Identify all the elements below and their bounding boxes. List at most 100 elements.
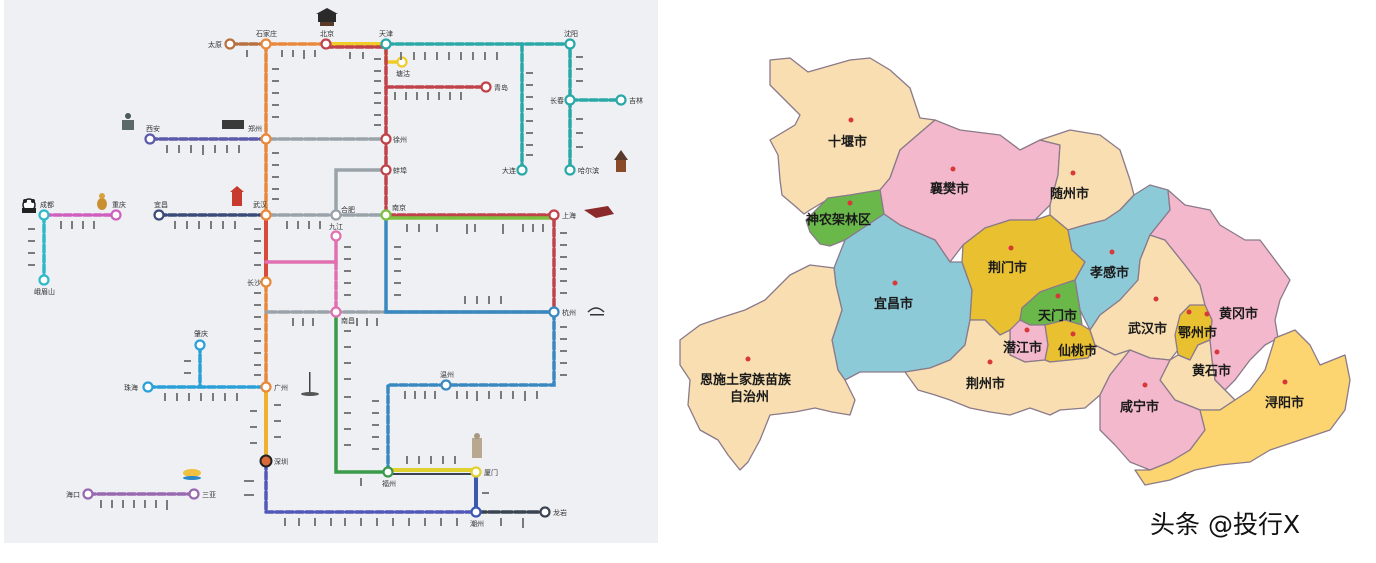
high-speed-rail-map: 太原 石家庄 北京 天津 塘沽 沈阳 青岛 长春 吉林 大连 哈尔滨 西安 郑州… [4,0,658,543]
station-shijiazhuang [260,38,272,50]
label-chaozhou: 潮州 [470,519,484,528]
station-nanchang [330,306,342,318]
label-emeishan: 峨眉山 [34,287,55,296]
station-hefei [330,209,342,221]
label-xiangyang: 襄樊市 [929,181,969,197]
westlake-icon [587,307,605,316]
station-jilin [615,94,627,106]
label-xiantao: 仙桃市 [1058,343,1097,359]
station-wuhan [260,209,272,221]
label-taiyuan: 太原 [208,40,222,49]
label-jilin: 吉林 [629,96,643,105]
label-shenyang: 沈阳 [564,29,578,38]
station-bengbu [380,164,392,176]
station-zhengzhou [260,133,272,145]
station-changchun [564,94,576,106]
label-changchun: 长春 [550,96,564,105]
label-sanya: 三亚 [202,491,216,499]
label-ezhou: 鄂州市 [1178,325,1217,341]
station-nanjing [380,209,392,221]
label-xunyang: 浔阳市 [1265,395,1304,411]
label-changsha: 长沙 [247,278,261,287]
region-jingzhou [904,319,1131,416]
label-dalian: 大连 [502,166,516,175]
station-shenyang [564,38,576,50]
station-chongqing [110,209,122,221]
station-longyan [539,506,551,518]
watermark-text: 头条 @投行X [1150,510,1301,539]
label-harbin: 哈尔滨 [578,166,599,175]
station-wenzhou [440,379,452,391]
label-tianjin: 天津 [379,30,393,38]
label-chongqing: 重庆 [112,200,126,209]
xiamen-statue-icon [472,433,482,458]
label-fuzhou: 福州 [382,479,396,488]
yellow-crane-tower-icon [230,186,244,206]
station-harbin [564,164,576,176]
label-zhaoqing: 肇庆 [194,329,208,338]
sign-icon [222,120,244,129]
canton-tower-icon [301,372,319,396]
hubei-province-map: 十堰市 襄樊市 随州市 神农架林区 宜昌市 荆门市 孝感市 天门市 潜江市 仙桃… [679,57,1351,486]
station-xiamen [470,466,482,478]
label-shenzhen: 深圳 [274,457,288,466]
panda-icon [22,198,36,213]
label-beijing: 北京 [320,29,334,38]
station-changsha [260,276,272,288]
label-wuhan: 武汉市 [1128,321,1167,337]
station-hangzhou [548,306,560,318]
station-chengdu [38,209,50,221]
station-jiujiang [330,230,342,242]
region-enshi [679,264,856,471]
station-sanya [188,488,200,500]
label-xian: 西安 [146,124,160,133]
label-enshi: 恩施土家族苗族 [700,372,792,388]
label-wuhan: 武汉 [253,200,267,209]
terracotta-icon [122,113,134,130]
harbin-church-icon [614,150,628,172]
station-emeishan [38,274,50,286]
station-tianjin [380,38,392,50]
label-wenzhou: 温州 [440,370,454,379]
label-bengbu: 蚌埠 [393,166,407,175]
label-guangzhou: 广州 [274,383,288,392]
label-yichang: 宜昌 [154,200,168,209]
label-chengdu: 成都 [40,200,54,209]
label-zhuhai: 珠海 [124,383,138,392]
station-dalian [516,164,528,176]
station-haikou [82,488,94,500]
tiananmen-icon [316,8,338,26]
label-jiujiang: 九江 [329,222,343,231]
station-guangzhou [260,381,272,393]
station-beijing [320,38,332,50]
station-xian [144,133,156,145]
buddha-icon [97,193,107,210]
station-qingdao [480,81,492,93]
label-longyan: 龙岩 [553,508,567,517]
label-nanjing: 南京 [392,203,406,212]
label-zhengzhou: 郑州 [248,125,262,133]
label-yichang: 宜昌市 [874,296,913,312]
label-shijiazhuang: 石家庄 [256,29,277,38]
landmark-icons [22,8,628,480]
label-enshi-line2: 自治州 [730,389,769,405]
label-jingmen: 荆门市 [988,260,1027,276]
label-tanggu: 塘沽 [396,69,410,78]
label-shiyan: 十堰市 [828,134,867,150]
label-tianmen: 天门市 [1038,308,1077,324]
label-nanchang: 南昌 [341,316,355,325]
rail-network-diagram: 太原 石家庄 北京 天津 塘沽 沈阳 青岛 长春 吉林 大连 哈尔滨 西安 郑州… [22,8,643,528]
city-capital-dots [745,117,1288,388]
label-jingzhou: 荆州市 [966,376,1005,392]
label-suizhou: 随州市 [1050,186,1089,202]
station-shanghai [548,209,560,221]
station-shenzhen [259,454,273,468]
label-xuzhou: 徐州 [393,135,407,144]
station-zhuhai [142,381,154,393]
label-hangzhou: 杭州 [562,308,576,317]
station-yichang [153,209,165,221]
label-haikou: 海口 [66,490,80,499]
station-taiyuan [224,38,236,50]
label-xianning: 咸宁市 [1120,399,1159,415]
label-shanghai: 上海 [562,211,576,220]
